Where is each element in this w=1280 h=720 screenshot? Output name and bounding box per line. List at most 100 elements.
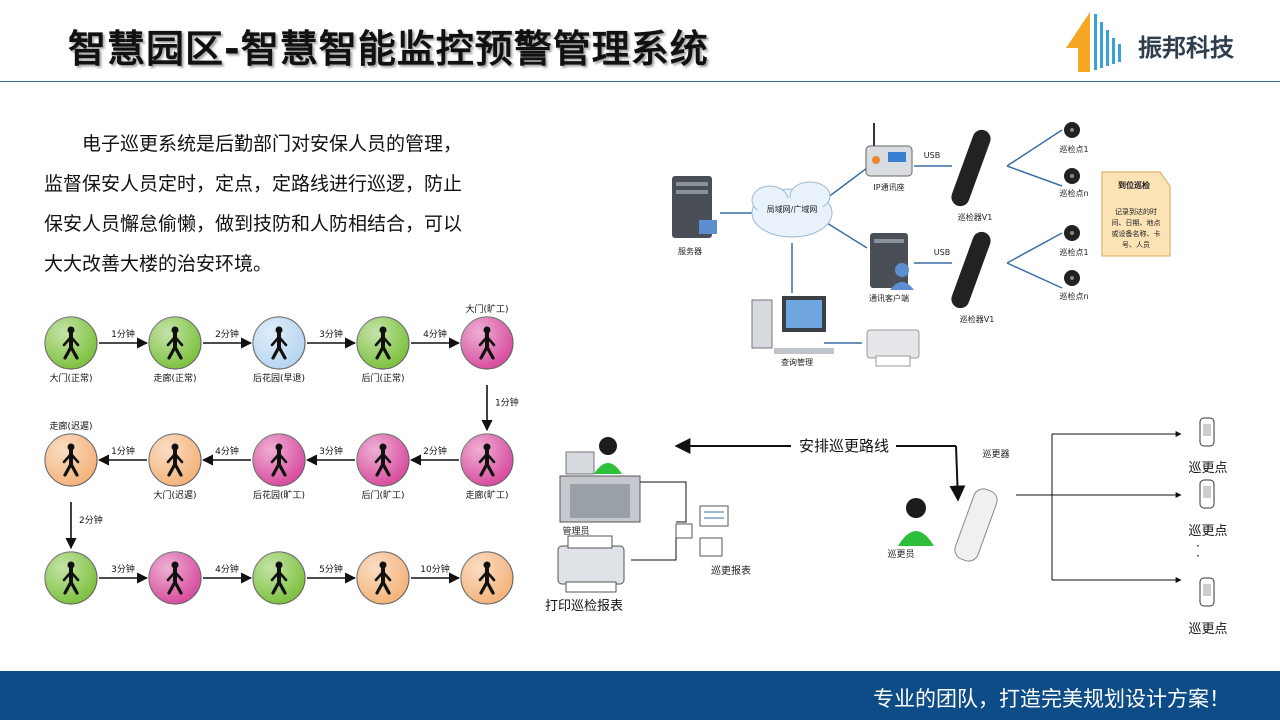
cloud-icon — [751, 181, 833, 238]
flow-node — [252, 316, 306, 370]
checkpoint-tag-icon — [1199, 577, 1215, 607]
flow-node — [252, 551, 306, 605]
printer-icon — [866, 329, 920, 367]
checkpoint-tag-icon — [1199, 479, 1215, 509]
walking-person-icon — [166, 561, 184, 595]
flow-node — [252, 433, 306, 487]
guard-icon — [898, 498, 934, 546]
walking-person-icon — [62, 561, 80, 595]
walking-person-icon — [166, 443, 184, 477]
flow-node — [460, 551, 514, 605]
checkpoint-label: 巡更点 — [1188, 622, 1227, 637]
title-divider — [0, 81, 1280, 82]
manager-desk-icon — [559, 437, 641, 523]
server-icon — [672, 176, 717, 238]
patrol-process-diagram: 安排巡更路线 管理员 巡更报表 打印巡检报表 — [545, 417, 1228, 637]
flow-node — [460, 433, 514, 487]
flow-edge-label: 4分钟 — [215, 445, 239, 457]
intro-line: 保安人员懈怠偷懒，做到技防和人防相结合，可以 — [44, 213, 463, 235]
report-label: 巡更报表 — [711, 564, 751, 577]
note-line: 记录到达的时 — [1115, 207, 1157, 216]
checkpoint-label: 巡检点n — [1059, 291, 1088, 301]
flow-edge-label: 1分钟 — [495, 397, 519, 409]
flow-node — [356, 316, 410, 370]
walking-person-icon — [270, 443, 288, 477]
flow-edge-label: 1分钟 — [111, 328, 135, 340]
device-label: 巡更器 — [982, 449, 1009, 460]
query-computer-icon — [751, 296, 834, 354]
checkpoint-label: 巡检点1 — [1059, 144, 1088, 154]
walking-person-icon — [374, 443, 392, 477]
walking-person-icon — [270, 326, 288, 360]
checkpoint-label: 巡更点 — [1188, 524, 1227, 539]
flow-edge-label: 10分钟 — [420, 563, 449, 575]
flow-node-label: 后花园(早退) — [253, 372, 305, 384]
reader-label: 巡检器V1 — [958, 212, 993, 222]
printer-icon — [557, 535, 625, 593]
flow-node-label: 后门(旷工) — [361, 489, 404, 501]
checkpoint-icon — [1064, 225, 1080, 241]
checkpoint-label: 巡更点 — [1188, 461, 1227, 476]
ip-station-label: IP通讯座 — [873, 182, 904, 192]
note-title: 到位巡检 — [1118, 180, 1150, 190]
usb-label: USB — [934, 248, 950, 257]
checkpoint-label: 巡检点1 — [1059, 247, 1088, 257]
logo-text: 振邦科技 — [1138, 34, 1234, 62]
checkpoint-icon — [1064, 270, 1080, 286]
walking-person-icon — [62, 443, 80, 477]
flow-node — [356, 433, 410, 487]
patrol-process: 安排巡更路线 管理员 巡更报表 打印巡检报表 — [536, 412, 1260, 640]
server-label: 服务器 — [678, 246, 702, 256]
flow-node — [44, 433, 98, 487]
flow-node — [148, 316, 202, 370]
query-label: 查询管理 — [781, 357, 813, 367]
intro-line: 监督保安人员定时，定点，定路线进行巡逻，防止 — [44, 173, 463, 195]
patrol-device-icon — [954, 488, 998, 562]
note-line: 号、人员 — [1122, 241, 1150, 249]
usb-label: USB — [924, 151, 940, 160]
flow-node-label: 走廊(旷工) — [465, 489, 508, 501]
flow-node-label: 后门(正常) — [361, 372, 404, 384]
patrol-reader-icon — [951, 129, 991, 207]
walking-person-icon — [478, 443, 496, 477]
checkpoint-icon — [1064, 122, 1080, 138]
network-topology: 服务器 局域网/广域网 IP通讯座 通讯客户端 USB USB — [652, 108, 1184, 391]
flow-edge-label: 4分钟 — [423, 328, 447, 340]
note-line: 或设备名称、卡 — [1112, 229, 1161, 238]
footer-slogan: 专业的团队，打造完美规划设计方案！ — [873, 687, 1230, 711]
report-document-icon — [675, 505, 729, 557]
checkpoint-tag-icon — [1199, 417, 1215, 447]
walking-person-icon — [270, 561, 288, 595]
flow-edge-label: 2分钟 — [79, 514, 103, 526]
flow-edge-label: 2分钟 — [215, 328, 239, 340]
reader-label: 巡检器V1 — [960, 314, 995, 324]
flow-node-label: 大门(迟遲) — [153, 489, 196, 501]
flow-node — [44, 316, 98, 370]
walking-person-icon — [166, 326, 184, 360]
patrol-reader-icon — [951, 231, 991, 309]
checkpoint-icon — [1064, 168, 1080, 184]
flow-edge-label: 3分钟 — [319, 445, 343, 457]
flow-node — [44, 551, 98, 605]
flow-node-label: 后花园(旷工) — [253, 489, 305, 501]
intro-line: 电子巡更系统是后勤部门对安保人员的管理， — [82, 133, 463, 155]
flow-node-label: 走廊(正常) — [153, 372, 196, 384]
note-line: 间、日期、地点 — [1112, 218, 1161, 227]
flow-edge-label: 5分钟 — [319, 563, 343, 575]
checkpoint-label: 巡检点n — [1059, 188, 1088, 198]
intro-paragraph: 电子巡更系统是后勤部门对安保人员的管理， 监督保安人员定时，定点，定路线进行巡逻… — [44, 124, 524, 284]
title-bar: 智慧园区-智慧智能监控预警管理系统 振邦科技 — [0, 0, 1280, 82]
guard-label: 巡更员 — [887, 549, 914, 560]
flow-node-label: 大门(旷工) — [465, 303, 508, 315]
flow-edge-label: 1分钟 — [111, 445, 135, 457]
flow-node — [148, 433, 202, 487]
intro-line: 大大改善大楼的治安环境。 — [44, 253, 273, 275]
route-label: 安排巡更路线 — [799, 437, 889, 455]
walking-person-icon — [374, 561, 392, 595]
walking-person-icon — [374, 326, 392, 360]
ellipsis-dot: · — [1196, 549, 1200, 563]
topology-diagram: 服务器 局域网/广域网 IP通讯座 通讯客户端 USB USB — [672, 122, 1171, 367]
manager-label: 管理员 — [562, 525, 589, 537]
